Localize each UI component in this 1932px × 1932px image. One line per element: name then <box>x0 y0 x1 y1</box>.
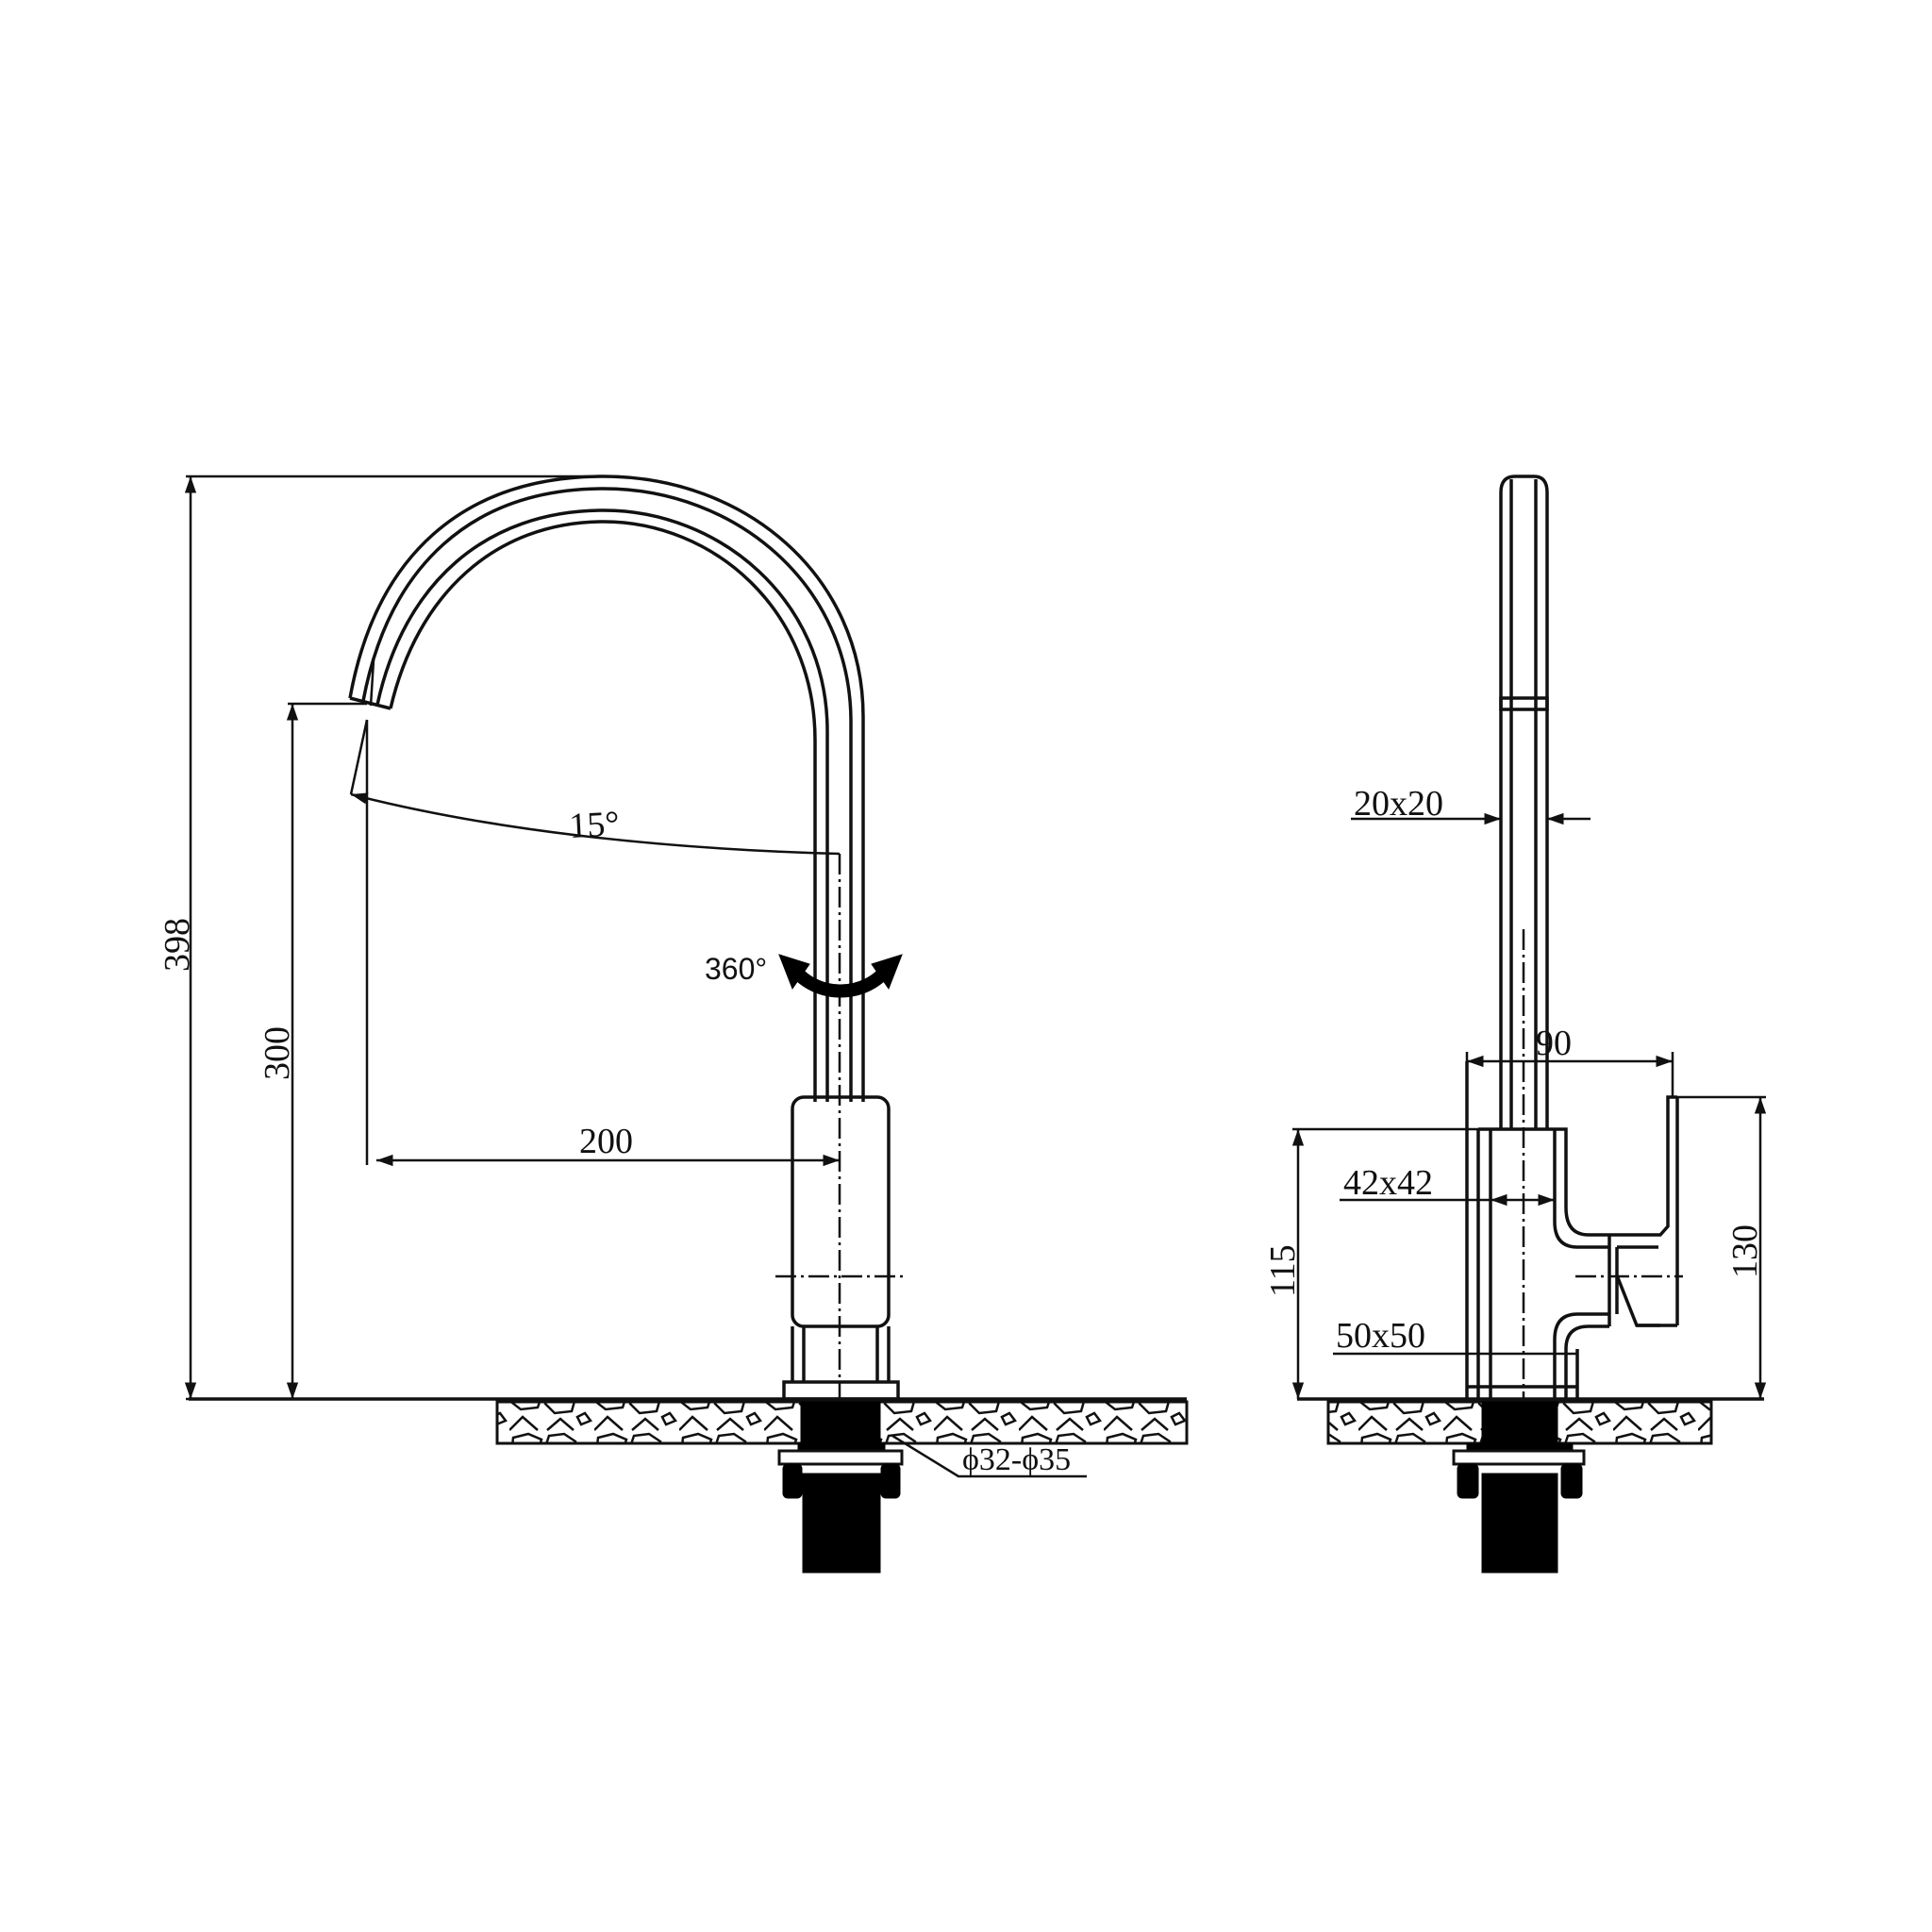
spout-section-label: 20x20 <box>1354 784 1443 824</box>
faucet-body-side <box>1465 1061 1619 1399</box>
front-view: 15° 360° <box>158 475 1189 1574</box>
dim-base-section: 50x50 <box>1333 1316 1577 1356</box>
body-section-label: 42x42 <box>1343 1163 1433 1203</box>
hole-diameter-label: ϕ32-ϕ35 <box>962 1442 1071 1477</box>
spout-tube-side <box>1499 475 1549 1399</box>
dim-body-section: 42x42 <box>1340 1163 1555 1207</box>
total-height-label: 398 <box>158 918 197 972</box>
spout-gooseneck <box>348 475 865 1102</box>
dim-spout-reach: 200 <box>376 1122 840 1167</box>
dim-spout-height: 300 <box>258 702 367 1399</box>
mounting-hardware-side <box>1452 1401 1586 1574</box>
spout-height-label: 300 <box>258 1026 297 1080</box>
base-section-label: 50x50 <box>1336 1316 1425 1356</box>
angle-label: 15° <box>568 804 620 846</box>
dim-handle-height: 130 <box>1677 1095 1767 1399</box>
body-height-label: 115 <box>1263 1244 1303 1297</box>
handle-depth-label: 90 <box>1536 1024 1572 1063</box>
rotate-360-arrow-icon: 360° <box>705 952 903 998</box>
countertop-front <box>189 1397 1189 1445</box>
side-view: 20x20 <box>1263 475 1767 1574</box>
rotation-label: 360° <box>705 952 767 986</box>
dim-handle-depth: 90 <box>1465 1024 1674 1129</box>
spout-reach-label: 200 <box>579 1122 633 1161</box>
faucet-body-front <box>775 1095 906 1401</box>
dim-spout-section: 20x20 <box>1351 784 1591 825</box>
angle-indicator: 15° <box>349 719 841 1165</box>
handle-height-label: 130 <box>1725 1224 1765 1278</box>
mounting-hardware-front <box>777 1401 904 1574</box>
hole-diameter-callout: ϕ32-ϕ35 <box>891 1434 1087 1478</box>
lever-handle-side <box>1575 1095 1683 1327</box>
dim-total-height: 398 <box>158 475 604 1401</box>
dim-body-height: 115 <box>1263 1127 1478 1399</box>
